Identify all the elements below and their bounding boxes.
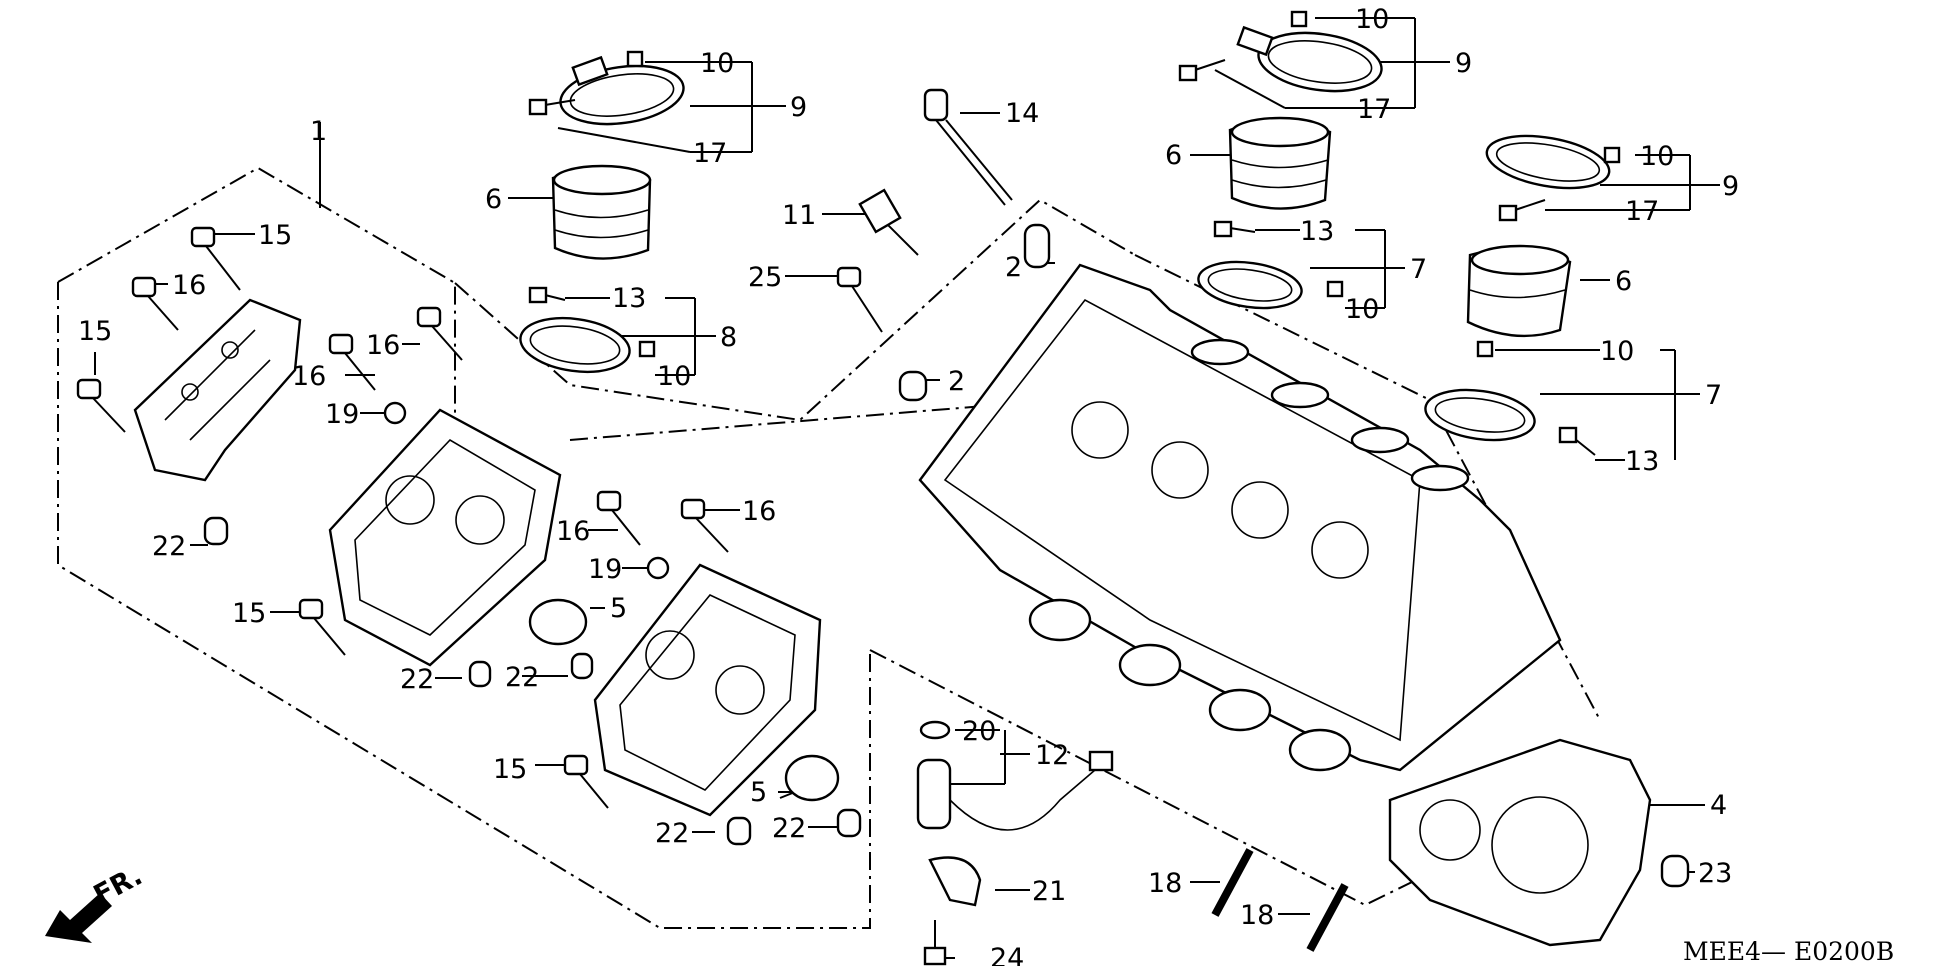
- callout-10: 10: [1355, 4, 1389, 35]
- callout-16: 16: [742, 496, 776, 527]
- callout-7: 7: [1705, 380, 1722, 411]
- callout-19: 19: [588, 554, 622, 585]
- callout-8: 8: [720, 322, 737, 353]
- callout-15: 15: [232, 598, 266, 629]
- callout-13: 13: [1625, 446, 1659, 477]
- callout-5: 5: [610, 593, 627, 624]
- callout-17: 17: [693, 138, 727, 169]
- callout-17: 17: [1625, 196, 1659, 227]
- callout-10: 10: [700, 48, 734, 79]
- callout-10: 10: [657, 361, 691, 392]
- callout-21: 21: [1032, 876, 1066, 907]
- head-gasket: [1388, 738, 1652, 947]
- callout-9: 9: [1722, 171, 1739, 202]
- callout-22: 22: [505, 662, 539, 693]
- callout-2: 2: [1005, 252, 1022, 283]
- callout-22: 22: [152, 531, 186, 562]
- sensor-assembly: [916, 750, 1114, 907]
- callout-22: 22: [400, 664, 434, 695]
- callout-4: 4: [1710, 790, 1727, 821]
- callout-11: 11: [782, 200, 816, 231]
- callout-10: 10: [1600, 336, 1634, 367]
- callout-6: 6: [1165, 140, 1182, 171]
- callout-15: 15: [78, 316, 112, 347]
- callout-16: 16: [292, 361, 326, 392]
- bolts-and-small-parts: [76, 10, 1690, 966]
- leader-lines: [94, 17, 1720, 959]
- camshaft-holder-left: [133, 298, 302, 482]
- intake-boots: [551, 116, 1572, 338]
- callout-22: 22: [772, 813, 806, 844]
- callout-5: 5: [750, 777, 767, 808]
- callout-13: 13: [1300, 216, 1334, 247]
- callout-17: 17: [1357, 94, 1391, 125]
- callout-10: 10: [1640, 141, 1674, 172]
- clamp-bands: [519, 25, 1611, 442]
- callout-7: 7: [1410, 254, 1427, 285]
- callout-13: 13: [612, 283, 646, 314]
- camshaft-holder-upper: [328, 408, 562, 667]
- callout-18: 18: [1148, 868, 1182, 899]
- callout-23: 23: [1698, 858, 1732, 889]
- callout-10: 10: [1345, 294, 1379, 325]
- callout-9: 9: [1455, 48, 1472, 79]
- callout-24: 24: [990, 943, 1024, 966]
- callout-16: 16: [556, 516, 590, 547]
- callout-20: 20: [962, 716, 996, 747]
- reference-code: MEE4— E0200B: [1683, 937, 1894, 966]
- callout-2: 2: [948, 366, 965, 397]
- front-direction-arrow: [45, 893, 112, 943]
- callout-16: 16: [366, 330, 400, 361]
- callout-6: 6: [1615, 266, 1632, 297]
- callout-15: 15: [258, 220, 292, 251]
- callout-25: 25: [748, 262, 782, 293]
- cylinder-head: [918, 263, 1562, 772]
- callout-9: 9: [790, 92, 807, 123]
- callout-19: 19: [325, 399, 359, 430]
- callout-6: 6: [485, 184, 502, 215]
- callout-14: 14: [1005, 98, 1039, 129]
- callout-1: 1: [310, 116, 327, 147]
- callout-18: 18: [1240, 900, 1274, 931]
- callout-22: 22: [655, 818, 689, 849]
- callout-15: 15: [493, 754, 527, 785]
- callout-12: 12: [1035, 740, 1069, 771]
- callout-16: 16: [172, 270, 206, 301]
- camshaft-holder-lower: [593, 563, 822, 817]
